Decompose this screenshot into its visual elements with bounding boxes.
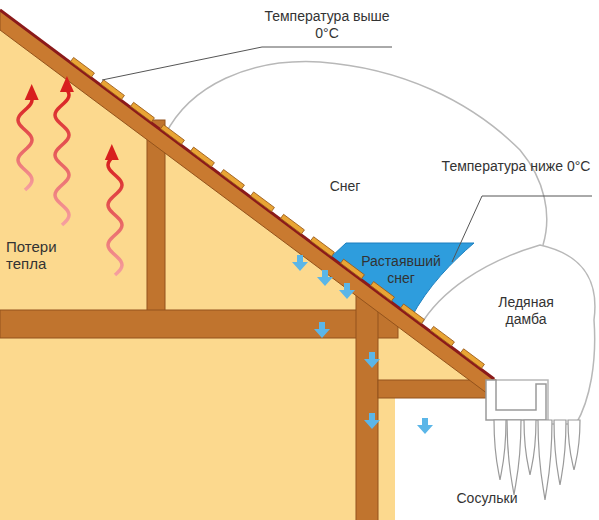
heat-wave (108, 159, 122, 275)
water-arrow (317, 270, 333, 286)
label: Снег (315, 178, 375, 195)
shingle (191, 147, 215, 167)
heat-wave (55, 91, 69, 225)
shingle (101, 80, 125, 100)
shingle (71, 57, 95, 77)
icicles (494, 420, 580, 500)
leader-line (102, 47, 392, 80)
label: Потери тепла (6, 238, 86, 272)
leader-line (452, 196, 592, 262)
water-arrow (364, 352, 380, 368)
heat-arrow (18, 84, 39, 190)
label: Ледяная дамба (476, 294, 576, 328)
water-arrow (417, 418, 433, 434)
heat-arrow (105, 144, 122, 275)
wall-post (356, 285, 378, 520)
icicle (507, 420, 521, 495)
floor-beam (0, 310, 398, 338)
shingle (221, 170, 245, 190)
roof-board (0, 10, 496, 394)
water-arrow (339, 283, 355, 299)
ice-dam (420, 245, 595, 424)
label: Растаявший снег (358, 253, 444, 287)
water-arrow (292, 255, 308, 271)
heat-arrowhead (60, 76, 74, 92)
soffit-beam (378, 380, 486, 398)
roof-membrane (0, 10, 494, 379)
icicle (538, 420, 552, 500)
heat-arrow (55, 76, 74, 225)
heat-wave (18, 98, 32, 190)
icicle (554, 420, 566, 485)
shingle (161, 125, 185, 145)
shingle (131, 102, 155, 122)
icicle (524, 420, 536, 475)
shingle (341, 259, 365, 279)
shingle (461, 349, 485, 369)
label: Температура ниже 0°C (440, 158, 592, 175)
icicle (494, 420, 506, 480)
shingle (251, 192, 275, 212)
label: Температура выше 0°C (262, 8, 392, 42)
water-arrow (364, 413, 380, 429)
water-arrow (314, 322, 330, 338)
shingle (401, 304, 425, 324)
icicle (568, 420, 580, 470)
heat-arrowhead (105, 144, 119, 160)
shingles (71, 57, 485, 368)
gutter (486, 380, 546, 420)
label: Сосульки (442, 490, 532, 507)
shingle (281, 214, 305, 234)
shingle (311, 237, 335, 257)
shingle (431, 326, 455, 346)
heat-arrowhead (25, 84, 39, 100)
